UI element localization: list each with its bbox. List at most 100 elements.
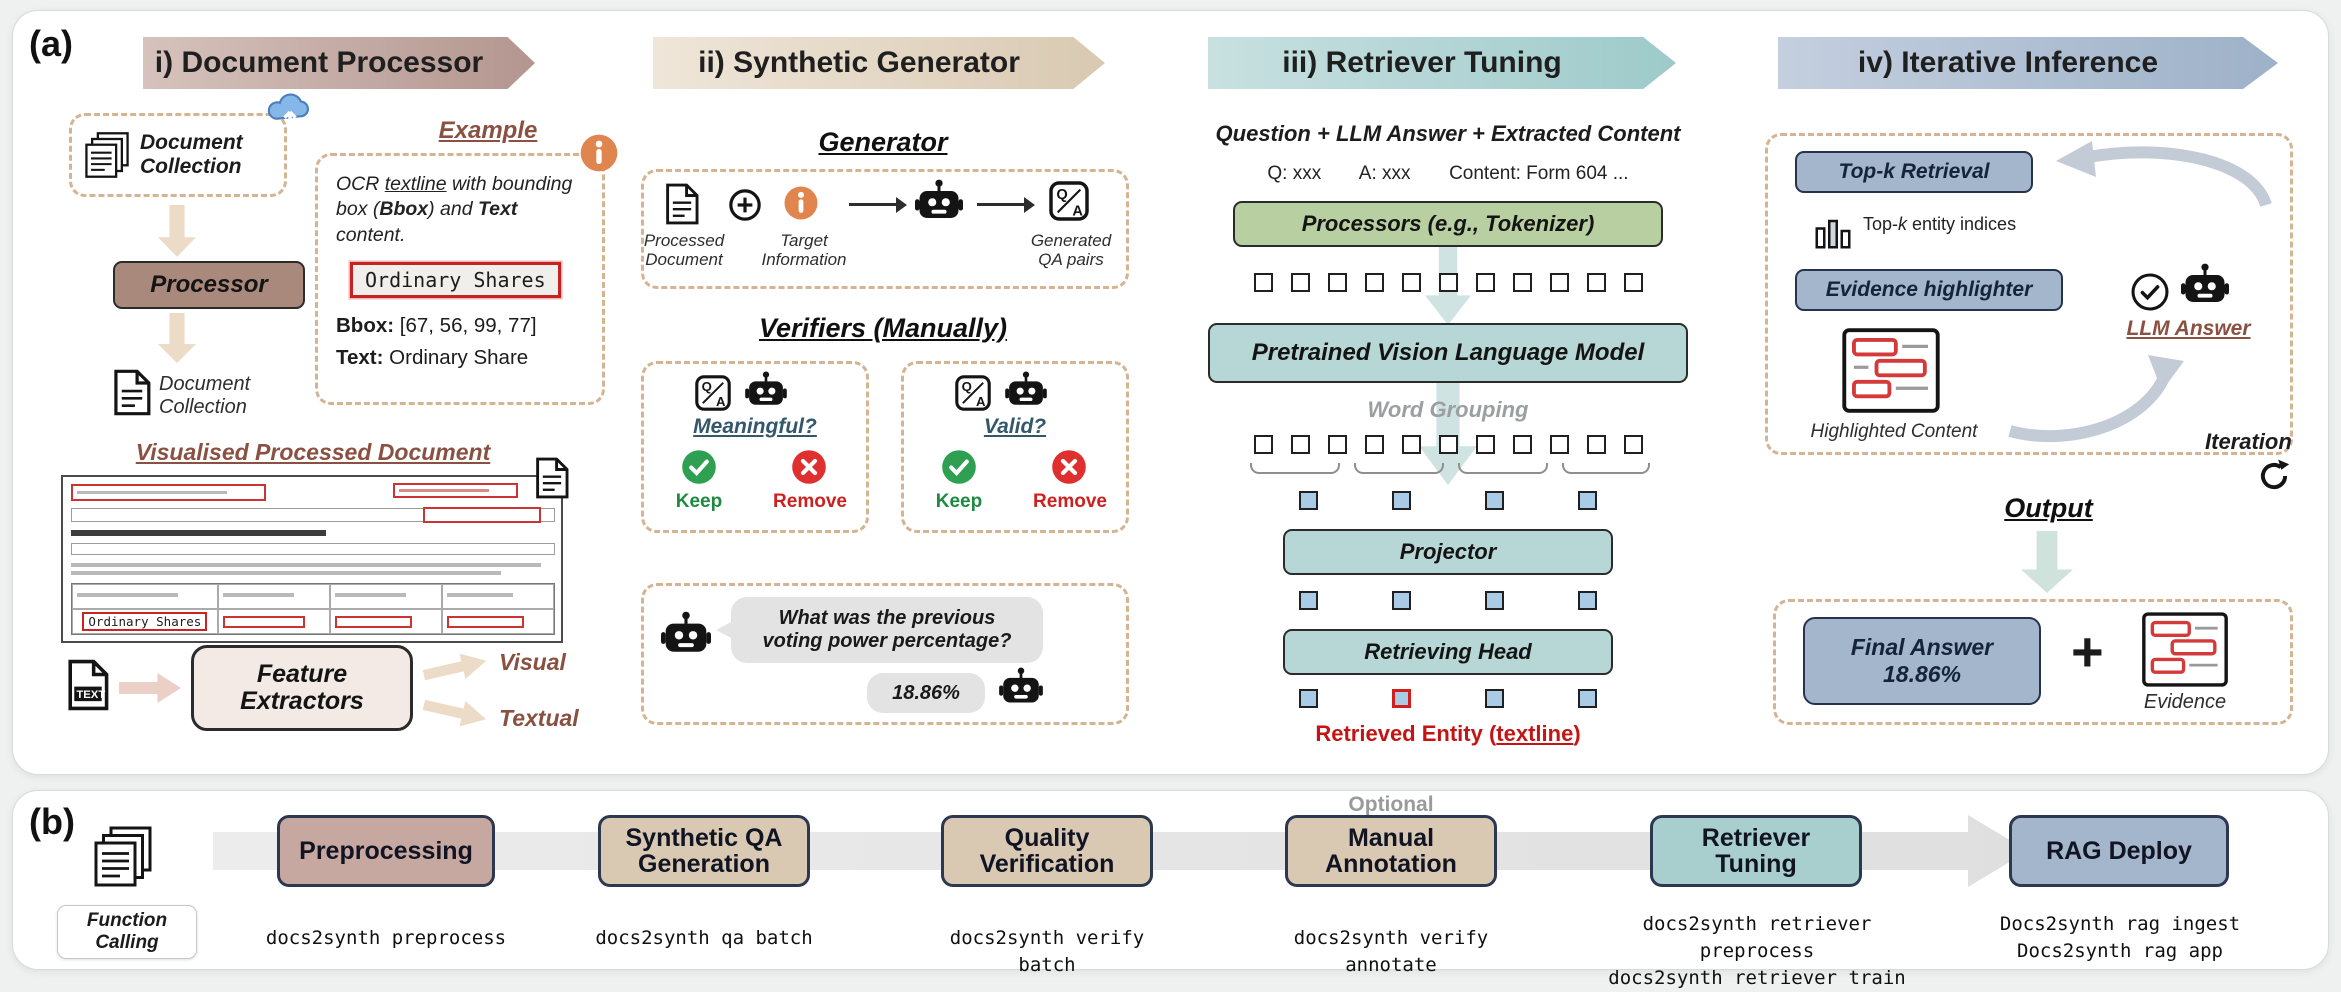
header-synthetic-generator: ii) Synthetic Generator xyxy=(653,37,1105,89)
bbox-value: [67, 56, 99, 77] xyxy=(399,314,537,338)
remove-x-icon xyxy=(791,449,827,485)
verifiers-title: Verifiers (Manually) xyxy=(758,313,1008,343)
final-answer-line1: Final Answer xyxy=(1850,634,1994,660)
entity-square xyxy=(1392,491,1411,510)
function-calling-box: Function Calling xyxy=(57,905,197,959)
example-description: OCR textline with bounding box (Bbox) an… xyxy=(336,172,584,248)
entity-square xyxy=(1299,689,1318,708)
text-icon-label: TEXT xyxy=(76,689,105,701)
llm-answer-label: LLM Answer xyxy=(2126,317,2251,340)
mock-heading-bar xyxy=(71,530,326,536)
evidence-highlighter-box: Evidence highlighter xyxy=(1795,269,2063,311)
token-square xyxy=(1624,273,1643,292)
token-square xyxy=(1476,435,1495,454)
token-square xyxy=(1476,273,1495,292)
loop-arrow-top-icon xyxy=(2048,139,2278,211)
cmd-qa-batch: docs2synth qa batch xyxy=(595,927,813,949)
mock-text-bar xyxy=(71,563,541,567)
panel-a: (a) i) Document Processor Document Colle… xyxy=(12,10,2329,775)
processed-document-icon xyxy=(665,183,699,225)
llm-robot-icon xyxy=(999,667,1043,708)
llm-robot-icon xyxy=(745,371,787,410)
verifier-question: Meaningful? xyxy=(693,415,817,438)
entity-square xyxy=(1578,689,1597,708)
a-label: A: xxx xyxy=(1358,163,1411,184)
group-bracket xyxy=(1354,463,1444,474)
qa-question-bubble: What was the previous voting power perce… xyxy=(716,597,1043,663)
text-label: Text: xyxy=(336,346,384,370)
keep-label: Keep xyxy=(675,491,723,512)
mock-text-bar xyxy=(71,571,501,575)
mock-table: Ordinary Shares xyxy=(71,583,555,635)
generator-flow-box xyxy=(641,169,1129,289)
example-desc-part: Bbox xyxy=(379,198,429,221)
example-desc-part: Text xyxy=(477,198,518,221)
plus-sign: + xyxy=(2071,620,2104,683)
retrieving-head-box: Retrieving Head xyxy=(1283,629,1613,675)
document-icon xyxy=(113,369,151,416)
token-square xyxy=(1587,273,1606,292)
verifier-question: Valid? xyxy=(983,415,1047,438)
step-manual-annotation: Manual Annotation xyxy=(1285,815,1497,887)
answer-check-icon xyxy=(2131,273,2169,311)
keep-check-icon xyxy=(681,449,717,485)
header-retriever-tuning: iii) Retriever Tuning xyxy=(1208,37,1676,89)
llm-robot-icon xyxy=(2181,263,2229,308)
qa-pairs-icon xyxy=(1049,181,1089,222)
document-stack-icon xyxy=(84,131,130,179)
mock-line xyxy=(71,508,555,522)
topk-caption-part: entity indices xyxy=(1907,214,2017,234)
step-preprocessing: Preprocessing xyxy=(277,815,495,887)
retriever-input-caption: Question + LLM Answer + Extracted Conten… xyxy=(1215,121,1681,146)
highlighted-document-icon xyxy=(1841,327,1941,414)
cmd-preprocess: docs2synth preprocess xyxy=(265,927,507,949)
llm-robot-icon xyxy=(915,179,963,224)
keep-label: Keep xyxy=(935,491,983,512)
refresh-icon xyxy=(2257,459,2291,493)
retrieved-entity-part: ) xyxy=(1573,721,1581,746)
target-information-caption: Target Information xyxy=(761,231,847,270)
group-bracket xyxy=(1250,463,1340,474)
vlm-box: Pretrained Vision Language Model xyxy=(1208,323,1688,383)
step-retriever-tuning: Retriever Tuning xyxy=(1650,815,1862,887)
token-square xyxy=(1291,273,1310,292)
flow-arrow-visual xyxy=(421,648,489,688)
word-grouping-label: Word Grouping xyxy=(1367,397,1529,422)
group-bracket xyxy=(1562,463,1650,474)
output-title: Output xyxy=(2004,493,2093,523)
llm-robot-icon xyxy=(1005,371,1047,410)
token-row xyxy=(1254,273,1643,292)
final-answer-line2: 18.86% xyxy=(1882,661,1961,687)
target-info-icon xyxy=(783,185,819,221)
token-square xyxy=(1402,435,1421,454)
flow-arrow-right xyxy=(119,673,181,703)
retrieved-entity-part: Retrieved Entity ( xyxy=(1315,721,1497,746)
flow-arrow xyxy=(849,196,907,213)
feature-extractors-label: Feature Extractors xyxy=(240,659,364,715)
entity-square xyxy=(1578,491,1597,510)
mock-highlight-cell: Ordinary Shares xyxy=(82,612,208,631)
text-value: Ordinary Share xyxy=(389,346,529,370)
example-desc-part: with bounding box ( xyxy=(336,173,573,221)
token-square xyxy=(1402,273,1421,292)
mock-redline xyxy=(71,484,266,501)
visualised-title: Visualised Processed Document xyxy=(135,439,491,465)
remove-label: Remove xyxy=(1033,491,1107,512)
cmd-rag-app: Docs2synth rag app xyxy=(2017,939,2223,962)
topk-caption: Top-k entity indices xyxy=(1863,213,2018,236)
text-line: Text: Ordinary Share xyxy=(336,346,584,370)
visual-label: Visual xyxy=(499,649,566,675)
projector-box: Projector xyxy=(1283,529,1613,575)
cmd-verify-annotate: docs2synth verify annotate xyxy=(1293,927,1489,976)
entity-square xyxy=(1485,689,1504,708)
ocr-snippet: Ordinary Shares xyxy=(350,262,561,299)
flow-arrow xyxy=(977,196,1035,213)
cloud-upload-icon xyxy=(265,91,315,128)
header-document-processor: i) Document Processor xyxy=(143,37,535,89)
example-desc-part: OCR xyxy=(336,173,385,195)
mock-redline xyxy=(393,483,518,498)
processors-box: Processors (e.g., Tokenizer) xyxy=(1233,201,1663,247)
processed-document-mock: Ordinary Shares xyxy=(61,457,569,643)
token-square xyxy=(1254,435,1273,454)
panel-b-label: (b) xyxy=(29,801,75,842)
